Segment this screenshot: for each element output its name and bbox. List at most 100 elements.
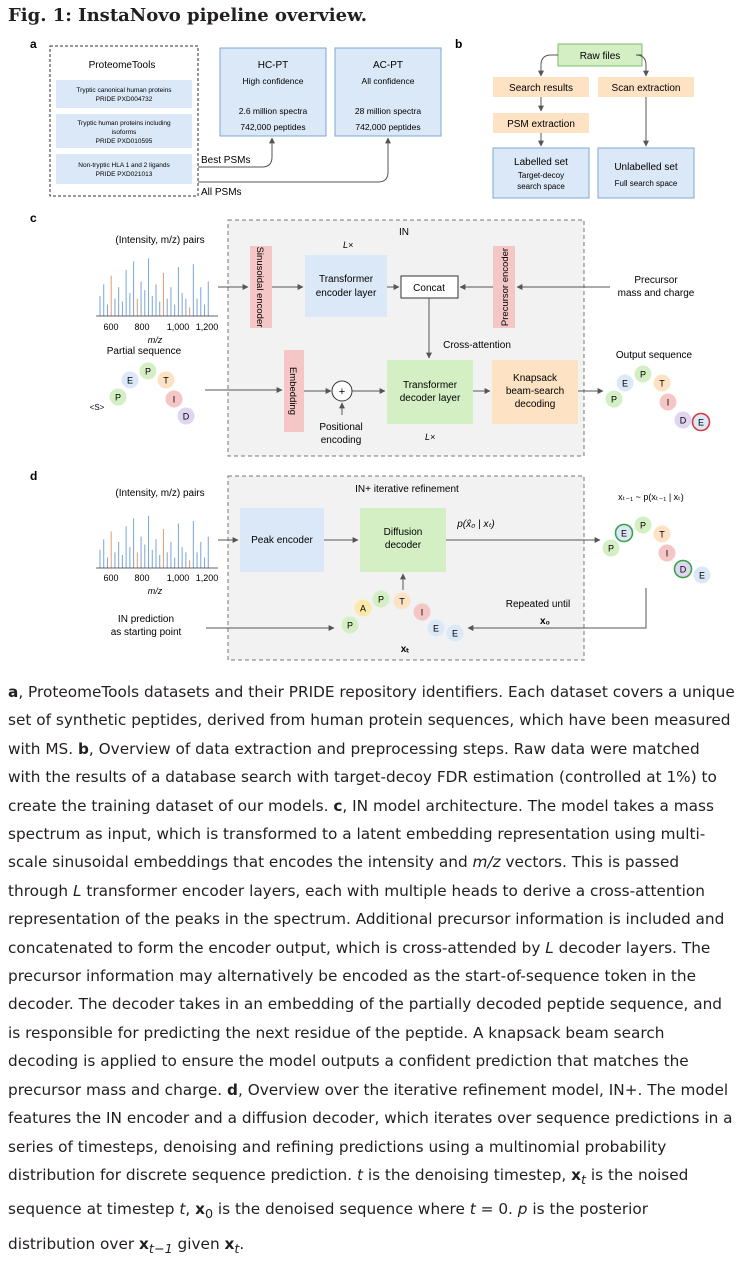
- residue-bead: [341, 616, 359, 634]
- residue-bead: [354, 599, 372, 617]
- caption-segment: x: [139, 1234, 149, 1253]
- d-tick-1000: 1,000: [167, 573, 190, 583]
- caption-segment: x: [224, 1234, 235, 1253]
- transition-label: xₜ₋₁ ~ p(xₜ₋₁ | xₜ): [618, 492, 684, 502]
- precursor-label-line1: Precursor: [634, 275, 678, 286]
- residue-letter: T: [659, 379, 665, 389]
- residue-letter: E: [699, 571, 705, 581]
- hc-pt-subtitle: High confidence: [243, 76, 304, 86]
- caption-segment: m/z: [472, 853, 501, 872]
- d-tick-1200: 1,200: [196, 573, 219, 583]
- peak-encoder-box: [240, 508, 324, 572]
- residue-bead: [427, 619, 445, 637]
- start-token: <S>: [90, 403, 105, 412]
- knapsack-box: [492, 360, 578, 424]
- residue-letter: P: [640, 521, 646, 531]
- search-results-label: Search results: [509, 83, 573, 94]
- d-tick-600: 600: [103, 573, 118, 583]
- dataset-box-1: [56, 80, 192, 108]
- diffusion-decoder-box: [360, 508, 446, 572]
- dataset-1-line2: PRIDE PXD004732: [96, 96, 153, 103]
- residue-letter: P: [378, 595, 384, 605]
- residue-letter: E: [622, 379, 628, 389]
- dataset-box-2: [56, 114, 192, 148]
- psm-extraction-label: PSM extraction: [507, 119, 575, 130]
- caption-segment: is the denoised sequence where: [213, 1200, 470, 1219]
- c-intensity-label: (Intensity, m/z) pairs: [115, 235, 204, 246]
- residue-letter: T: [659, 530, 665, 540]
- caption-segment: L: [72, 881, 82, 900]
- hc-pt-peptides: 742,000 peptides: [240, 122, 305, 132]
- caption-segment: b: [77, 739, 89, 758]
- residue-bead: [634, 365, 652, 383]
- caption-segment: t: [356, 1165, 363, 1184]
- caption-segment: x: [195, 1200, 205, 1219]
- transformer-decoder-box: [387, 360, 473, 424]
- raw-to-scan-arrow: [635, 54, 649, 77]
- knapsack-line2: beam-search: [506, 386, 564, 397]
- caption-segment: , IN model architecture. The model takes…: [8, 796, 714, 872]
- caption-segment: vectors. This is passed through: [8, 853, 680, 900]
- residue-letter: E: [698, 418, 704, 428]
- residue-letter: E: [433, 624, 439, 634]
- positional-line2: encoding: [321, 435, 362, 446]
- ac-pt-name: AC-PT: [373, 60, 403, 71]
- in-box-title: IN: [399, 227, 409, 238]
- caption-segment: x: [571, 1165, 582, 1184]
- diffusion-line2: decoder: [385, 540, 422, 551]
- residue-bead: [372, 590, 390, 608]
- caption-segment: transformer encoder layers, each with mu…: [8, 881, 725, 957]
- precursor-encoder-box: [493, 246, 515, 328]
- caption-segment: ,: [185, 1200, 196, 1219]
- residue-bead: [602, 539, 620, 557]
- residue-bead: [605, 390, 623, 408]
- d-intensity-label: (Intensity, m/z) pairs: [115, 488, 204, 499]
- residue-bead: [634, 516, 652, 534]
- knapsack-line3: decoding: [515, 399, 556, 410]
- residue-bead: [139, 362, 157, 380]
- positional-line1: Positional: [319, 422, 362, 433]
- xt-label: xₜ: [401, 644, 410, 655]
- residue-letter: P: [145, 367, 151, 377]
- caption-paragraph: a, ProteomeTools datasets and their PRID…: [8, 678, 736, 1264]
- dataset-box-3: [56, 154, 192, 184]
- residue-letter: P: [608, 544, 614, 554]
- residue-bead: [693, 566, 711, 584]
- figure-diagram: a b c d ProteomeTools Tryptic canonical …: [30, 37, 711, 661]
- dataset-3-line1: Non-tryptic HLA 1 and 2 ligands: [78, 162, 170, 169]
- precursor-label-line2: mass and charge: [618, 288, 695, 299]
- residue-letter: I: [667, 398, 670, 408]
- caption-segment: L: [545, 938, 554, 957]
- residue-bead: [121, 371, 139, 389]
- dataset-1-line1: Tryptic canonical human proteins: [76, 87, 172, 94]
- x0-label: x₀: [540, 616, 550, 627]
- c-tick-600: 600: [103, 322, 118, 332]
- proteometools-title: ProteomeTools: [89, 60, 156, 71]
- transformer-decoder-line2: decoder layer: [400, 393, 461, 404]
- ac-pt-subtitle: All confidence: [362, 76, 415, 86]
- dataset-2-line1: Tryptic human proteins including: [77, 120, 171, 127]
- c-tick-1200: 1,200: [196, 322, 219, 332]
- residue-letter: E: [452, 629, 458, 639]
- residue-bead: [674, 411, 692, 429]
- residue-letter: P: [611, 395, 617, 405]
- search-results-box: [493, 77, 589, 97]
- raw-files-label: Raw files: [580, 51, 621, 62]
- labelled-set-sub1: Target-decoy: [518, 171, 564, 180]
- best-psms-arrow: [198, 137, 275, 168]
- repeat-loop-arrow: [467, 588, 647, 631]
- residue-bead: [658, 544, 676, 562]
- caption-segment: , Overview of data extraction and prepro…: [8, 739, 717, 815]
- residue-letter: T: [399, 597, 405, 607]
- sinusoidal-encoder-box: [250, 246, 272, 328]
- residue-bead: [653, 374, 671, 392]
- caption-segment: t−1: [148, 1241, 173, 1257]
- diffusion-line1: Diffusion: [384, 527, 423, 538]
- in-prediction-line2: as starting point: [111, 627, 182, 638]
- panel-label-b: b: [455, 37, 462, 51]
- all-psms-arrow: [198, 137, 391, 183]
- residue-bead: [659, 393, 677, 411]
